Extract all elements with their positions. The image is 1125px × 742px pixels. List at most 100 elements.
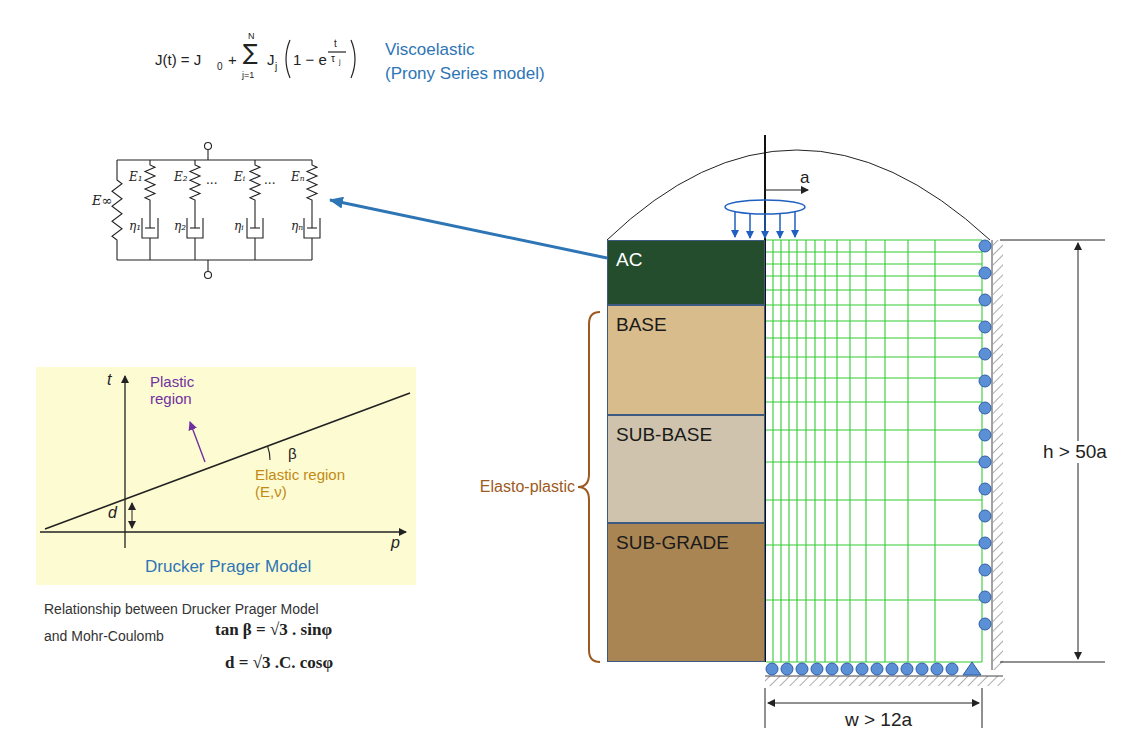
roller-support	[871, 663, 883, 675]
roller-support	[856, 663, 868, 675]
wire	[117, 159, 312, 160]
layer-label: AC	[616, 249, 642, 271]
drucker-prager-panel: tPlastic regionβElastic region (E,ν)dpDr…	[36, 367, 416, 585]
spring-symbol	[307, 160, 317, 205]
layer-bracket	[578, 312, 600, 662]
formula: +	[228, 51, 237, 68]
roller-support	[979, 321, 991, 333]
layer-label: SUB-GRADE	[616, 532, 729, 554]
equation: tan β = √3 . sinφ	[215, 620, 332, 640]
drucker-prager-graph	[36, 367, 416, 585]
mesh-line	[849, 240, 850, 662]
roller-support	[979, 537, 991, 549]
formula-subscript: 0	[217, 61, 223, 73]
element-label: E∞	[92, 194, 112, 209]
layer-box: AC	[607, 240, 765, 305]
roller-support	[979, 510, 991, 522]
formula: J(t) = J	[155, 51, 201, 68]
mesh-line	[865, 240, 866, 662]
element-label: E₁	[129, 171, 143, 185]
spring-symbol	[250, 160, 260, 205]
mesh-line	[884, 240, 885, 662]
dimension-label: h > 50a	[1040, 441, 1110, 463]
mesh-line	[766, 599, 982, 600]
wire	[207, 150, 208, 160]
roller-support	[979, 564, 991, 576]
roller-support	[781, 663, 793, 675]
mesh-line	[824, 240, 825, 662]
mesh-line	[766, 289, 982, 290]
graph-label: Plastic region	[150, 373, 212, 408]
graph-panel	[36, 367, 416, 585]
roller-supports	[765, 676, 1005, 686]
roller-supports	[765, 240, 1005, 686]
tire-load	[725, 200, 805, 214]
mesh-line	[805, 240, 806, 662]
mesh-line	[788, 240, 789, 662]
element-label: ηᵢ	[234, 220, 244, 234]
element-label: E₂	[174, 171, 188, 185]
roller-support	[766, 663, 778, 675]
mesh-line	[766, 304, 982, 305]
mesh-line	[766, 401, 982, 402]
dimension-lines	[768, 703, 979, 704]
exponent: τ	[331, 53, 335, 65]
roller-support	[841, 663, 853, 675]
dashpot-symbol	[311, 205, 312, 228]
dimension-lines	[1000, 662, 1105, 663]
sum-symbol: ∑	[243, 40, 258, 65]
roller-support	[811, 663, 823, 675]
roller-supports	[993, 240, 1003, 670]
formula: J	[267, 51, 275, 68]
formula-parens	[328, 51, 346, 52]
sum-limit: N	[248, 31, 255, 41]
roller-support	[979, 456, 991, 468]
wire	[149, 238, 150, 260]
mesh-line	[766, 337, 982, 338]
graph-label: β	[288, 445, 297, 462]
dashpot-symbol	[254, 205, 255, 228]
element-label: η₁	[129, 220, 141, 234]
roller-support	[916, 663, 928, 675]
road-model-frame	[607, 150, 990, 240]
wire	[311, 238, 312, 260]
roller-support	[979, 483, 991, 495]
mesh-line	[766, 263, 982, 264]
graph-label: p	[391, 534, 400, 552]
graph-label: t	[107, 371, 111, 389]
exponent: j	[339, 58, 341, 66]
tire-load	[749, 213, 751, 238]
mesh-line	[934, 240, 935, 662]
note: Relationship between Drucker Prager Mode…	[44, 601, 319, 617]
tire-load	[725, 190, 808, 238]
roller-support	[901, 663, 913, 675]
tire-load	[794, 212, 796, 237]
dashpot-symbol	[250, 227, 260, 228]
dashpot-symbol	[307, 227, 317, 228]
dashpot-symbol	[142, 218, 158, 238]
graph-label: Drucker Prager Model	[145, 557, 311, 577]
element-label: ...	[264, 174, 275, 188]
dashpot-symbol	[247, 218, 263, 238]
tire-load	[734, 212, 736, 237]
spring-dashpot-model	[112, 143, 320, 279]
wire	[194, 238, 195, 260]
roller-support	[979, 294, 991, 306]
mesh-line	[836, 240, 837, 662]
roller-support	[979, 429, 991, 441]
roller-support	[931, 663, 943, 675]
wire	[116, 160, 117, 175]
wire	[254, 238, 255, 260]
drucker-prager-graph	[190, 422, 205, 462]
terminal	[205, 272, 212, 279]
drucker-prager-graph	[124, 376, 125, 548]
element-label: ηₙ	[291, 220, 303, 234]
road-model-frame	[607, 135, 990, 662]
formula-parens	[286, 40, 355, 78]
note: and Mohr-Coulomb	[44, 628, 164, 644]
dimension-lines	[765, 240, 1105, 728]
element-label: Eᵢ	[234, 171, 245, 185]
mesh-line	[772, 240, 773, 662]
